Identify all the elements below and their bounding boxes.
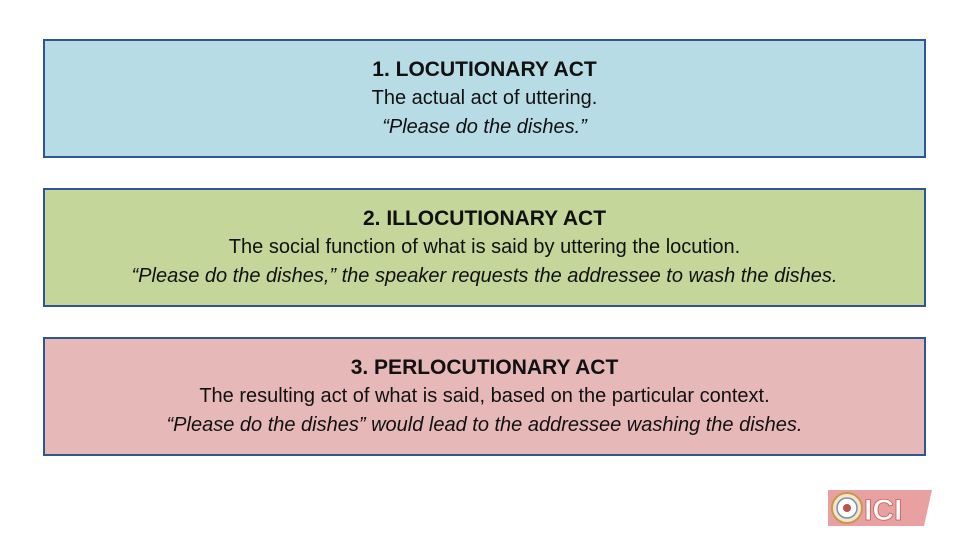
act-title: 3. PERLOCUTIONARY ACT [350,356,619,379]
perlocutionary-act-box: 3. PERLOCUTIONARY ACT The resulting act … [43,337,926,456]
act-description: The actual act of uttering. [371,87,598,109]
act-title: 2. ILLOCUTIONARY ACT [362,207,607,230]
act-title: 1. LOCUTIONARY ACT [372,58,597,81]
locutionary-act-box: 1. LOCUTIONARY ACT The actual act of utt… [43,39,926,158]
ici-logo: ICI [828,490,932,527]
act-description: The resulting act of what is said, based… [199,385,770,407]
illocutionary-act-box: 2. ILLOCUTIONARY ACT The social function… [43,188,926,307]
act-example: “Please do the dishes,” the speaker requ… [131,265,838,287]
act-example: “Please do the dishes” would lead to the… [166,414,803,436]
logo-text: ICI [864,494,902,527]
act-description: The social function of what is said by u… [228,236,741,258]
act-example: “Please do the dishes.” [382,116,587,138]
seal-icon [831,492,863,524]
